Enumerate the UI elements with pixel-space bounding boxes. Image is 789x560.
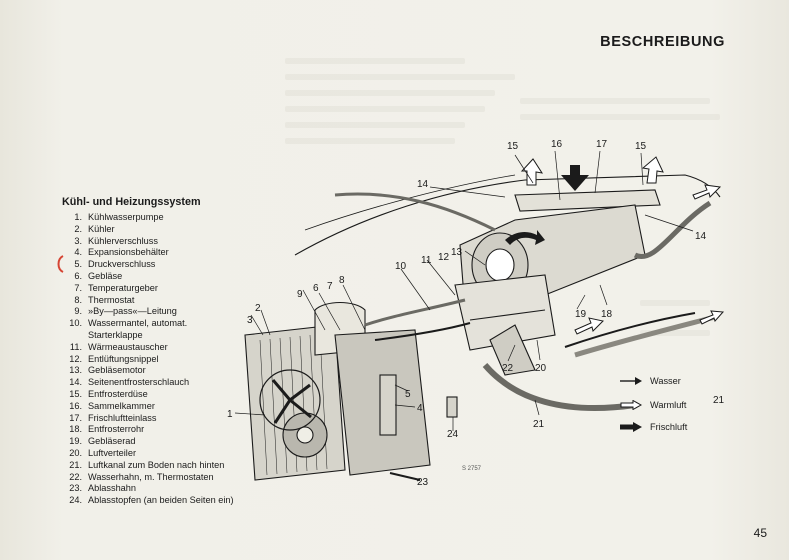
drawing-code: S 2757 (462, 466, 482, 472)
callout-11: 11 (421, 255, 432, 266)
hollow-arrow-icon (620, 400, 642, 410)
callout-13: 13 (451, 247, 463, 258)
legend-item: 18.Entfrosterrohr (69, 424, 145, 435)
legend-item: 13.Gebläsemotor (69, 365, 146, 376)
callout-23: 23 (417, 477, 429, 488)
callout-16: 16 (551, 139, 563, 150)
callout-8: 8 (339, 275, 345, 286)
legend-item: 11.Wärmeaustauscher (69, 341, 168, 352)
callout-12: 12 (438, 252, 450, 263)
legend-item: 15.Entfrosterdüse (69, 388, 148, 399)
callout-24: 24 (447, 429, 459, 440)
legend-item: 1.Kühlwasserpumpe (74, 212, 164, 222)
legend-item: 14.Seitenentfrosterschlauch (69, 377, 190, 388)
callout-3: 3 (247, 315, 253, 326)
margin-marker-icon (57, 255, 64, 273)
cooling-heating-diagram: 15 16 17 15 14 14 13 12 11 10 8 7 6 9 2 … (227, 139, 725, 488)
legend-item: 12.Entlüftungsnippel (69, 353, 159, 364)
callout-6: 6 (313, 283, 319, 294)
legend-item: 7.Temperaturgeber (74, 282, 158, 293)
legend-item: 21.Luftkanal zum Boden nach hinten (69, 459, 225, 470)
callout-18: 18 (601, 309, 613, 320)
callout-19: 19 (575, 309, 587, 320)
callout-21a: 21 (533, 419, 545, 430)
legend-item-continuation: Starterklappe (88, 329, 143, 340)
callout-10: 10 (395, 261, 407, 272)
legend-item: 16.Sammelkammer (69, 400, 155, 411)
callout-15a: 15 (507, 141, 519, 152)
legend-item: 4.Expansionsbehälter (74, 247, 169, 258)
callout-4: 4 (417, 403, 423, 414)
callout-2: 2 (255, 303, 261, 314)
page-number: 45 (753, 526, 767, 540)
callout-21b: 21 (713, 395, 725, 406)
legend-item: 24.Ablasstopfen (an beiden Seiten ein) (69, 495, 234, 506)
callout-15b: 15 (635, 141, 647, 152)
legend-warm-air: Warmluft (620, 398, 686, 412)
legend-item: 9.»By—pass«—Leitung (74, 306, 177, 317)
bold-solid-arrow-icon (620, 422, 642, 432)
legend-item: 19.Gebläserad (69, 436, 136, 447)
callout-20: 20 (535, 363, 547, 374)
legend-item: 8.Thermostat (74, 294, 135, 305)
callout-14b: 14 (695, 231, 707, 242)
legend-item: 10.Wassermantel, automat. (69, 318, 188, 329)
legend-fresh-air: Frischluft (620, 420, 687, 434)
legend-item: 23.Ablasshahn (69, 483, 137, 494)
callout-14a: 14 (417, 179, 429, 190)
thin-solid-arrow-icon (620, 377, 642, 385)
callout-7: 7 (327, 281, 333, 292)
section-title: Kühl- und Heizungssystem (62, 196, 201, 208)
legend-item: 22.Wasserhahn, m. Thermostaten (69, 471, 214, 482)
callout-9: 9 (297, 289, 303, 300)
legend-item: 5.Druckverschluss (74, 259, 156, 270)
parts-legend-list: 1.Kühlwasserpumpe 2.Kühler 3.Kühlerversc… (62, 212, 234, 507)
legend-item: 17.Frischluftteinlass (69, 412, 157, 423)
legend-item: 6.Gebläse (74, 270, 123, 281)
legend-item: 3.Kühlerverschluss (74, 235, 158, 246)
legend-water: Wasser (620, 374, 681, 388)
page-header-title: BESCHREIBUNG (600, 34, 725, 50)
legend-item: 2.Kühler (74, 223, 115, 234)
callout-17: 17 (596, 139, 608, 150)
legend-item: 20.Luftverteiler (69, 447, 137, 458)
callout-22: 22 (502, 363, 514, 374)
callout-1: 1 (227, 409, 233, 420)
callout-5: 5 (405, 389, 411, 400)
